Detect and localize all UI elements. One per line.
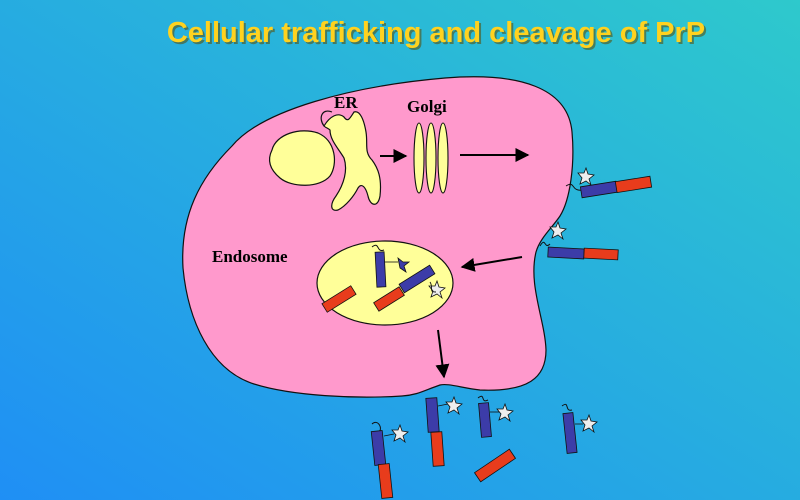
arrow-membrane-to-endosome bbox=[460, 256, 523, 272]
er-label: ER bbox=[334, 93, 358, 112]
prp-endosome-red-fragment bbox=[321, 285, 357, 313]
slide-title: Cellular trafficking and cleavage of PrP bbox=[167, 17, 705, 49]
endoplasmic-reticulum bbox=[323, 111, 382, 211]
slide-title-shadow: Cellular trafficking and cleavage of PrP bbox=[169, 19, 707, 51]
golgi-cisterna-2 bbox=[425, 122, 437, 194]
prp-endosome-vertical bbox=[371, 244, 411, 288]
prp-released-3 bbox=[477, 395, 514, 438]
prp-membrane-upper bbox=[565, 166, 653, 199]
arrow-endosome-to-release bbox=[435, 329, 450, 379]
prp-released-red-fragment bbox=[473, 448, 517, 483]
endosome-label: Endosome bbox=[212, 247, 288, 266]
er-tip bbox=[320, 110, 333, 127]
prp-membrane-lower bbox=[539, 220, 619, 261]
golgi-cisterna-1 bbox=[413, 122, 425, 194]
prp-endosome-full bbox=[373, 264, 446, 312]
prp-released-1 bbox=[370, 421, 409, 499]
nucleus bbox=[269, 130, 336, 186]
prp-released-4 bbox=[561, 403, 598, 454]
golgi-label: Golgi bbox=[407, 97, 447, 116]
prp-released-2 bbox=[425, 395, 463, 467]
golgi-cisterna-3 bbox=[437, 122, 449, 194]
